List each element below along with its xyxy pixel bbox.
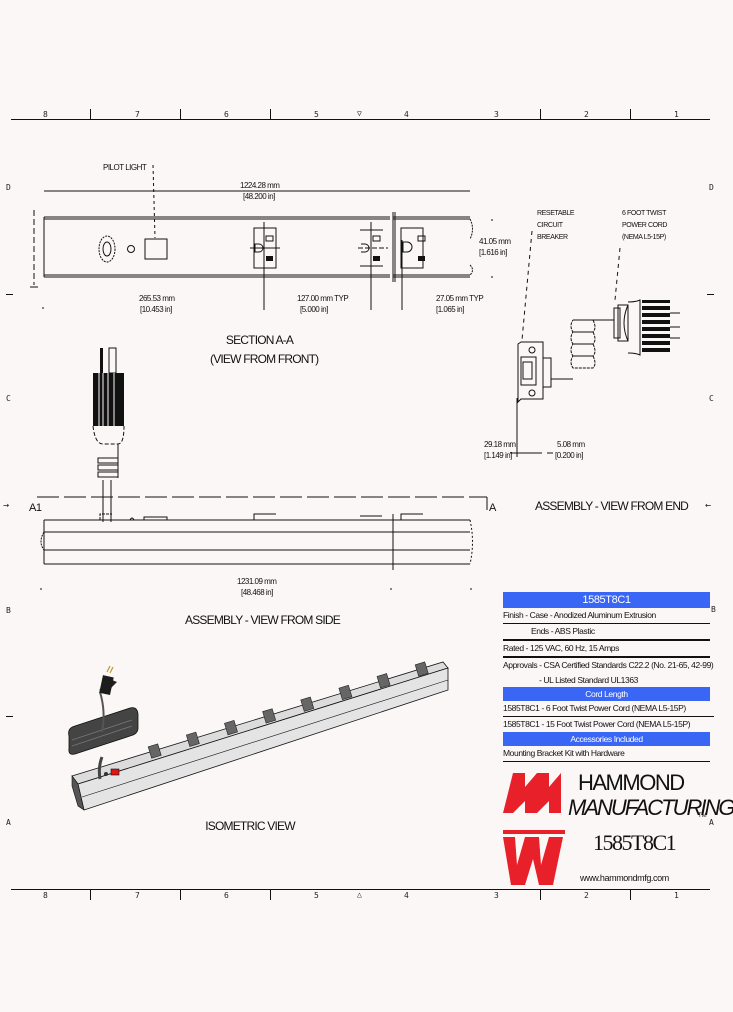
spec-row-approvals-ul: - UL Listed Standard UL1363: [539, 675, 638, 685]
side-length-mm: 1231.09 mm: [237, 577, 277, 586]
isometric-outlet: [376, 673, 391, 689]
column-label-4-bottom: 4: [404, 891, 409, 900]
bottom-border-line: [11, 889, 710, 890]
section-view-drawing: [30, 164, 493, 310]
end-width-in: [1.149 in]: [484, 451, 512, 460]
column-label-6-bottom: 6: [224, 891, 229, 900]
spec-row-cord-15ft: 1585T8C1 - 15 Foot Twist Power Cord (NEM…: [503, 719, 691, 729]
spec-accessories-header: Accessories Included: [503, 732, 710, 746]
end-offset-in: [1.065 in]: [436, 305, 464, 314]
column-label-7: 7: [135, 110, 140, 119]
isometric-outlet: [224, 720, 238, 736]
outlet-spacing-in: [5.000 in]: [300, 305, 328, 314]
company-name-line2: MANUFACTURING: [568, 795, 733, 820]
column-label-3: 3: [494, 110, 499, 119]
spec-row-approvals-csa: Approvals - CSA Certified Standards C22.…: [503, 660, 714, 670]
spec-row-finish-ends: Ends - ABS Plastic: [503, 624, 710, 641]
row-label-a-right: A: [709, 818, 714, 827]
spec-row-rated: Rated - 125 VAC, 60 Hz, 15 Amps: [503, 641, 710, 658]
column-label-5: 5: [314, 110, 319, 119]
breaker-label: RESETABLE CIRCUIT BREAKER: [537, 210, 575, 241]
row-label-a-left: A: [6, 818, 11, 827]
end-width-mm: 29.18 mm: [484, 440, 516, 449]
spec-row-finish-case: Finish - Case - Anodized Aluminum Extrus…: [503, 608, 710, 624]
company-name-line1: HAMMOND: [578, 770, 685, 795]
spec-row-cord-6ft: 1585T8C1 - 6 Foot Twist Power Cord (NEMA…: [503, 701, 710, 717]
column-label-4: 4: [404, 110, 409, 119]
website-link[interactable]: www.hammondmfg.com: [580, 873, 669, 883]
center-marker-bottom: △: [357, 890, 362, 899]
section-view-title: SECTION A-A: [225, 333, 294, 347]
power-cord-label: 6 FOOT TWIST POWER CORD (NEMA L5-15P): [622, 210, 668, 241]
end-view-title: ASSEMBLY - VIEW FROM END: [535, 499, 689, 513]
isometric-outlet: [262, 708, 277, 724]
column-label-3-bottom: 3: [494, 891, 499, 900]
outlet-spacing-mm: 127.00 mm TYP: [297, 294, 349, 303]
column-label-5-bottom: 5: [314, 891, 319, 900]
end-offset-mm: 5.08 mm: [557, 440, 585, 449]
column-label-7-bottom: 7: [135, 891, 140, 900]
isometric-outlet: [147, 743, 162, 759]
height-mm: 41.05 mm: [479, 237, 511, 246]
hammond-logo-icon: [503, 773, 565, 885]
column-label-2-bottom: 2: [584, 891, 589, 900]
column-label-2: 2: [584, 110, 589, 119]
plug-drawing: [92, 347, 125, 522]
spec-cord-header: Cord Length: [503, 687, 710, 701]
spec-model-header: 1585T8C1: [503, 592, 710, 608]
first-outlet-mm: 265.53 mm: [139, 294, 175, 303]
column-label-1: 1: [674, 110, 679, 119]
part-number: 1585T8C1: [593, 830, 677, 855]
row-label-b-left: B: [6, 606, 11, 615]
isometric-outlet: [414, 661, 429, 677]
isometric-outlet: [300, 696, 315, 712]
column-label-8-bottom: 8: [43, 891, 48, 900]
section-arrow-left: →: [3, 500, 10, 511]
spec-table: 1585T8C1 Finish - Case - Anodized Alumin…: [503, 592, 714, 762]
end-offset-mm: 27.05 mm TYP: [436, 294, 484, 303]
column-label-6: 6: [224, 110, 229, 119]
side-view-title: ASSEMBLY - VIEW FROM SIDE: [185, 613, 341, 627]
section-arrow-right: ←: [705, 500, 712, 511]
row-label-b-right: B: [711, 605, 716, 614]
height-in: [1.616 in]: [479, 248, 507, 257]
overall-length-mm: 1224.28 mm: [240, 181, 280, 190]
top-border-line: [11, 119, 710, 120]
isometric-view-title: ISOMETRIC VIEW: [205, 819, 295, 833]
section-label-a1: A1: [29, 502, 42, 514]
column-label-8: 8: [43, 110, 48, 119]
row-label-d-left: D: [6, 183, 11, 192]
section-label-a: A: [489, 502, 496, 514]
isometric-drawing: [68, 661, 449, 811]
pilot-light-red: [110, 768, 120, 776]
center-marker-top: ▽: [357, 109, 362, 118]
isometric-outlet: [185, 731, 200, 747]
row-label-c-left: C: [6, 394, 11, 403]
pilot-light-label: PILOT LIGHT: [103, 163, 147, 172]
trademark-symbol: TM: [698, 813, 707, 819]
end-offset-in: [0.200 in]: [555, 451, 583, 460]
section-view-subtitle: (VIEW FROM FRONT): [210, 352, 319, 366]
column-label-1-bottom: 1: [674, 891, 679, 900]
row-label-d-right: D: [709, 183, 714, 192]
side-view-drawing: [37, 496, 488, 590]
spec-row-accessory-bracket: Mounting Bracket Kit with Hardware: [503, 746, 710, 762]
isometric-outlets: [147, 661, 429, 759]
end-view-drawing: [510, 230, 680, 457]
row-label-c-right: C: [709, 394, 714, 403]
isometric-outlet: [338, 684, 353, 701]
side-length-in: [48.468 in]: [241, 588, 273, 597]
first-outlet-in: [10.453 in]: [140, 305, 172, 314]
overall-length-in: [48.200 in]: [243, 192, 275, 201]
